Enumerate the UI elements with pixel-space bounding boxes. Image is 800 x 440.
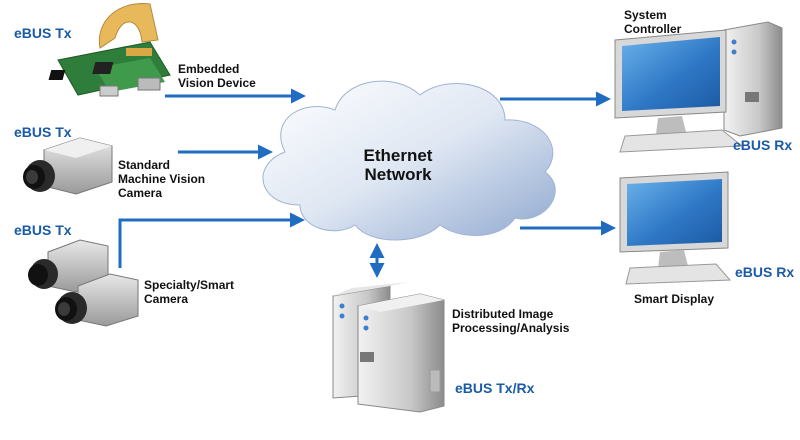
embedded-label-line1: Embedded [178,62,240,76]
specialty-label: Specialty/Smart Camera [144,278,234,306]
display-label: Smart Display [634,292,715,306]
ethernet-cloud [262,80,556,241]
embedded-board-icon [48,3,171,97]
standard-camera-icon [23,137,113,195]
controller-tag: eBUS Rx [733,137,793,153]
controller-label: System Controller [624,8,681,36]
distributed-label: Distributed Image Processing/Analysis [452,307,569,335]
arrow-specialty-to-cloud [118,212,305,268]
specialty-label-line1: Specialty/Smart [144,278,235,292]
arrows [118,88,616,278]
smart-display-monitor-icon [619,171,732,285]
cloud-label: Ethernet Network [318,146,478,184]
distributed-tag: eBUS Tx/Rx [455,380,535,396]
specialty-camera-icon [28,239,139,327]
specialty-tag: eBUS Tx [14,222,72,238]
standard-label-line3: Camera [118,186,163,200]
controller-label-line1: System [624,8,667,22]
distributed-label-line1: Distributed Image [452,307,554,321]
display-tag: eBUS Rx [735,264,795,280]
cloud-label-line1: Ethernet [363,146,433,165]
embedded-label: Embedded Vision Device [178,62,256,90]
distributed-label-line2: Processing/Analysis [452,321,570,335]
standard-tag: eBUS Tx [14,124,72,140]
embedded-tag: eBUS Tx [14,25,72,41]
server-towers-icon [332,282,445,413]
standard-label-line2: Machine Vision [118,172,206,186]
controller-label-line2: Controller [624,22,682,36]
standard-label-line1: Standard [118,158,171,172]
system-controller-computer-icon [614,21,783,153]
specialty-label-line2: Camera [144,292,189,306]
standard-label: Standard Machine Vision Camera [118,158,205,200]
embedded-label-line2: Vision Device [178,76,256,90]
cloud-label-line2: Network [364,165,432,184]
